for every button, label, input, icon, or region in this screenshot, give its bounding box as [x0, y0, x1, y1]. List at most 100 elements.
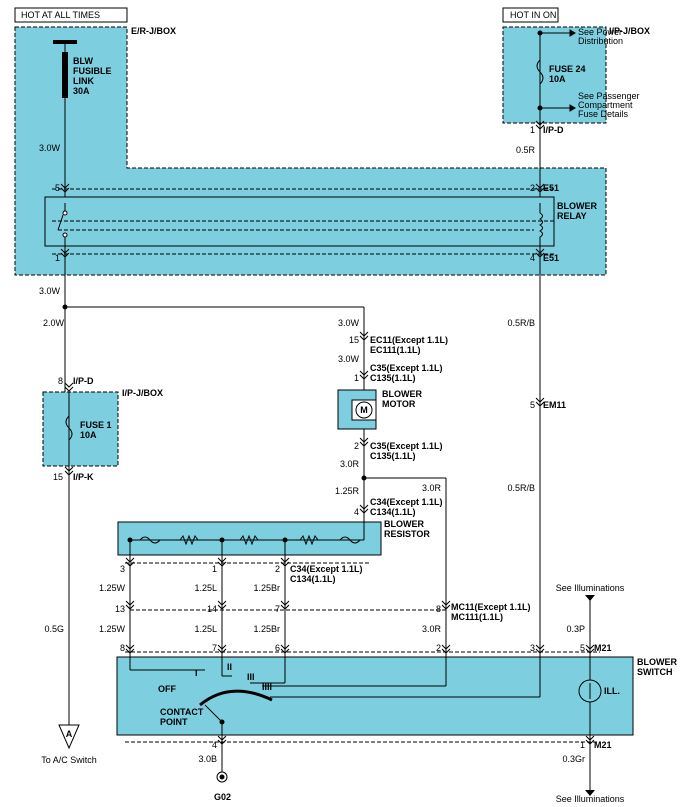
pin-sw-2: 2: [436, 643, 441, 653]
pin-relay-1: 1: [55, 253, 60, 263]
conn-c34-bottom-1: C34(Except 1.1L): [290, 564, 363, 574]
pin-sw-5: 5: [580, 643, 585, 653]
wire-1-25br-a: 1.25Br: [253, 583, 280, 593]
resistor-internals: [125, 522, 371, 564]
see-illuminations-bottom: See Illuminations: [556, 794, 625, 804]
illuminations-top-arrow: [585, 595, 595, 601]
wire-1-25w-b: 1.25W: [99, 624, 126, 634]
relay-internals: [52, 188, 554, 255]
pin-c34-top: 4: [354, 507, 359, 517]
wire-3-0w-relay-out: 3.0W: [39, 286, 61, 296]
ip-j-box-top-region: [502, 26, 607, 124]
switch-pos-2: II: [227, 662, 232, 672]
pin-sw-4: 4: [212, 740, 217, 750]
wire-0-5g: 0.5G: [44, 624, 64, 634]
conn-c35-bottom-1: C35(Except 1.1L): [370, 441, 443, 451]
see-passenger-1: See Passenger: [578, 91, 640, 101]
er-j-box-label: E/R-J/BOX: [131, 26, 176, 36]
wire-0-5r-top: 0.5R: [516, 145, 536, 155]
blower-motor-label-2: MOTOR: [382, 399, 416, 409]
pin-ipk: 15: [53, 472, 63, 482]
svg-text:M: M: [360, 405, 368, 415]
switch-off-label: OFF: [158, 684, 176, 694]
pin-relay-5: 5: [55, 183, 60, 193]
pin-sw-1: 1: [580, 740, 585, 750]
fuse-1: [65, 415, 73, 441]
blw-fusible-link: [53, 40, 77, 98]
wire-1-25r: 1.25R: [335, 486, 360, 496]
fusible-link-label-2: FUSIBLE: [73, 66, 112, 76]
header-hot-in-on: HOT IN ON: [502, 7, 559, 23]
see-power-distribution-1: See Power: [578, 27, 622, 37]
pin-ip-d-top: 1: [530, 125, 535, 135]
pin-c35-bottom: 2: [354, 441, 359, 451]
connector-a-triangle: A: [58, 724, 80, 750]
see-passenger-3: Fuse Details: [578, 109, 629, 119]
pin-res-2: 2: [275, 564, 280, 574]
wire-3-0r-b: 3.0R: [422, 483, 442, 493]
pin-em11: 5: [530, 400, 535, 410]
fuse-24: [536, 29, 576, 112]
conn-e51-top: E51: [543, 183, 559, 193]
pin-mc-7: 7: [275, 604, 280, 614]
pin-c35-top: 1: [354, 373, 359, 383]
svg-text:HOT AT ALL TIMES: HOT AT ALL TIMES: [21, 10, 100, 20]
wire-1-25w-a: 1.25W: [99, 583, 126, 593]
wire-0-5rb-bottom: 0.5R/B: [507, 483, 535, 493]
motor-symbol: M: [351, 399, 377, 421]
conn-c34-top-2: C134(1.1L): [370, 507, 416, 517]
conn-c34-top-1: C34(Except 1.1L): [370, 497, 443, 507]
pin-mc-14: 14: [207, 604, 217, 614]
ip-j-box-mid-label: I/P-J/BOX: [122, 388, 163, 398]
conn-c35-top-1: C35(Except 1.1L): [370, 363, 443, 373]
fuse-24-label-2: 10A: [549, 74, 566, 84]
pin-ipd-mid: 8: [58, 376, 63, 386]
conn-c35-bottom-2: C135(1.1L): [370, 451, 416, 461]
wire-0-3p: 0.3P: [566, 624, 585, 634]
ip-j-box-mid-region: [42, 391, 119, 467]
wire-1-25br-b: 1.25Br: [253, 624, 280, 634]
conn-c35-top-2: C135(1.1L): [370, 373, 416, 383]
pin-sw-6: 6: [275, 643, 280, 653]
blower-motor-label-1: BLOWER: [382, 389, 422, 399]
see-passenger-2: Compartment: [578, 100, 633, 110]
switch-internals: [125, 651, 602, 743]
contact-point-label-2: POINT: [160, 717, 188, 727]
blower-relay-label-1: BLOWER: [557, 201, 597, 211]
wire-3-0w-a: 3.0W: [338, 318, 360, 328]
switch-pos-4: IIII: [262, 682, 272, 692]
fuse-24-label-1: FUSE 24: [549, 64, 586, 74]
conn-c34-bottom-2: C134(1.1L): [290, 574, 336, 584]
pin-sw-8: 8: [120, 643, 125, 653]
ip-j-box-top-label: I/P-J/BOX: [609, 26, 650, 36]
pin-mc-8: 8: [436, 604, 441, 614]
wire-3-0w-top: 3.0W: [39, 143, 61, 153]
wire-0-3gr: 0.3Gr: [562, 754, 585, 764]
conn-mc11-1: MC11(Except 1.1L): [451, 602, 531, 612]
pin-relay-4: 4: [530, 253, 535, 263]
header-hot-at-all-times: HOT AT ALL TIMES: [14, 7, 128, 23]
fuse-1-label-1: FUSE 1: [80, 420, 112, 430]
see-power-distribution-2: Distribution: [578, 36, 623, 46]
conn-ip-d-mid: I/P-D: [73, 376, 94, 386]
to-ac-switch-label: To A/C Switch: [41, 755, 97, 765]
wire-1-25l-b: 1.25L: [194, 624, 217, 634]
pin-sw-7: 7: [212, 643, 217, 653]
blower-relay-label-2: RELAY: [557, 211, 587, 221]
wire-2-0w: 2.0W: [43, 318, 65, 328]
fusible-link-label-3: LINK: [73, 76, 94, 86]
switch-pos-3: III: [247, 672, 255, 682]
fuse-1-label-2: 10A: [80, 430, 97, 440]
wires: [64, 34, 591, 790]
wire-1-25l-a: 1.25L: [194, 583, 217, 593]
conn-mc11-2: MC111(1.1L): [451, 612, 503, 622]
pin-sw-3: 3: [530, 643, 535, 653]
illuminations-bottom-arrow: [585, 790, 595, 796]
wire-3-0w-b: 3.0W: [338, 354, 360, 364]
pin-res-1: 1: [212, 564, 217, 574]
conn-ip-k: I/P-K: [73, 472, 94, 482]
junction-dot-1: [62, 304, 68, 310]
svg-text:HOT IN ON: HOT IN ON: [510, 10, 556, 20]
wire-3-0r-c: 3.0R: [422, 624, 442, 634]
wire-3-0r-a: 3.0R: [340, 459, 360, 469]
